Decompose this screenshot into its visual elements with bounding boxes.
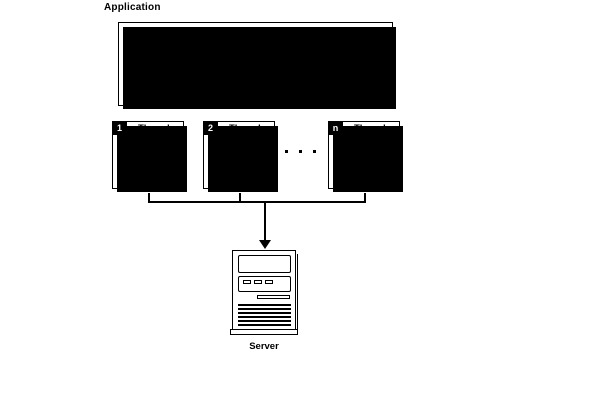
server-led-icon [254,280,262,284]
thread-continuation-ellipsis [285,150,325,158]
application-label: Application [104,2,161,13]
vent-line [238,312,291,314]
main-program-box: Main Program ENABLE THREADS ALLOCATE :ct… [118,22,396,109]
ellipsis-dot [299,150,302,153]
server-floppy-slot [257,295,290,299]
thread-1-code: USE :ctx Mutex Select... UnMutex [120,147,163,184]
vent-line [238,316,291,318]
server-caption: Server [249,341,279,352]
thread-2-connector-stub [239,193,241,203]
server-vent-grille [238,304,291,326]
server-drive-bay [238,276,291,292]
server-arrow-icon [259,240,271,249]
server-led-icon [243,280,251,284]
vent-line [238,304,291,306]
thread-2-code: USE :ctx Mutex Update... UnMutex [211,147,254,184]
main-program-code: ENABLE THREADS ALLOCATE :ctx USE :ctx Co… [130,47,227,103]
ellipsis-dot [285,150,288,153]
server-tower-icon [230,250,298,335]
thread-2-number-tag: 2 [203,121,218,135]
thread-box-1: 1 Thread USE :ctx Mutex Select... UnMute… [112,121,187,192]
thread-bus-line [148,201,366,203]
server-case [232,250,298,332]
thread-n-connector-stub [364,193,366,203]
server-led-icon [265,280,273,284]
thread-n-number-tag: n [328,121,343,135]
thread-n-code: USE :ctx Mutex Select... UnMutex [336,147,379,184]
server-base [230,329,298,335]
thread-1-title: Thread [138,123,170,134]
main-program-title: Main Program [131,30,198,41]
thread-1-number-tag: 1 [112,121,127,135]
vent-line [238,308,291,310]
thread-1-connector-stub [148,193,150,203]
thread-box-2: 2 Thread USE :ctx Mutex Update... UnMute… [203,121,278,192]
vent-line [238,320,291,322]
thread-n-title: Thread [354,123,386,134]
server-top-bay [238,255,291,273]
thread-2-title: Thread [229,123,261,134]
server-connection-line [264,201,266,242]
vent-line [238,324,291,326]
thread-box-n: n Thread USE :ctx Mutex Select... UnMute… [328,121,403,192]
ellipsis-dot [313,150,316,153]
